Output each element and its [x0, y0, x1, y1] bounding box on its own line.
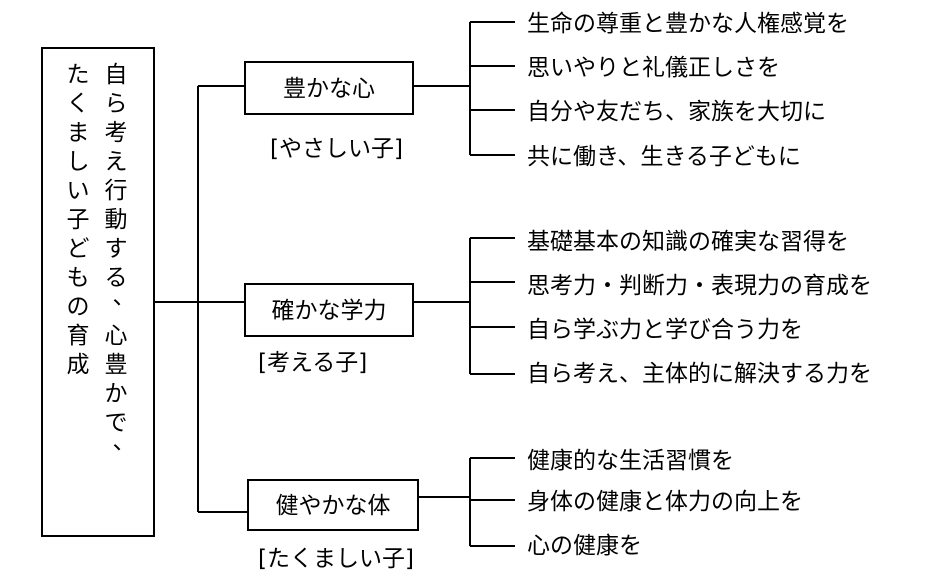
- leaf-2-2: 思考力・判断力・表現力の育成を: [527, 273, 872, 299]
- branch-1-box: [244, 61, 414, 115]
- leaf-3-1: 健康的な生活習慣を: [527, 448, 734, 474]
- branch-3-sublabel: [たくましい子]: [258, 546, 414, 572]
- root-goal-box: [41, 47, 155, 537]
- root-goal-column-1: 自ら考え行動する、心豊かで、: [105, 62, 136, 455]
- leaf-3-3: 心の健康を: [527, 533, 642, 559]
- branch-3-label: 健やかな体: [276, 493, 391, 519]
- leaf-1-4: 共に働き、生きる子どもに: [527, 144, 801, 170]
- branch-2-label: 確かな学力: [272, 298, 387, 324]
- leaf-1-2: 思いやりと礼儀正しさを: [527, 55, 780, 81]
- leaf-1-1: 生命の尊重と豊かな人権感覚を: [527, 11, 849, 37]
- root-goal-line-2: たくましい子どもの育成: [67, 62, 90, 378]
- root-goal-column-2: たくましい子どもの育成: [67, 62, 90, 378]
- leaf-2-4: 自ら考え、主体的に解決する力を: [527, 361, 872, 387]
- branch-2-sublabel: [考える子]: [258, 350, 367, 376]
- branch-1-label: 豊かな心: [283, 76, 375, 102]
- branch-3-box: [247, 479, 419, 531]
- branch-1-sublabel: [やさしい子]: [270, 136, 403, 162]
- leaf-1-3: 自分や友だち、家族を大切に: [527, 99, 826, 125]
- root-goal-line-1: 自ら考え行動する、心豊かで、: [105, 62, 136, 455]
- leaf-2-3: 自ら学ぶ力と学び合う力を: [527, 317, 803, 343]
- leaf-3-2: 身体の健康と体力の向上を: [527, 489, 803, 515]
- leaf-2-1: 基礎基本の知識の確実な習得を: [527, 229, 849, 255]
- branch-2-box: [244, 283, 414, 337]
